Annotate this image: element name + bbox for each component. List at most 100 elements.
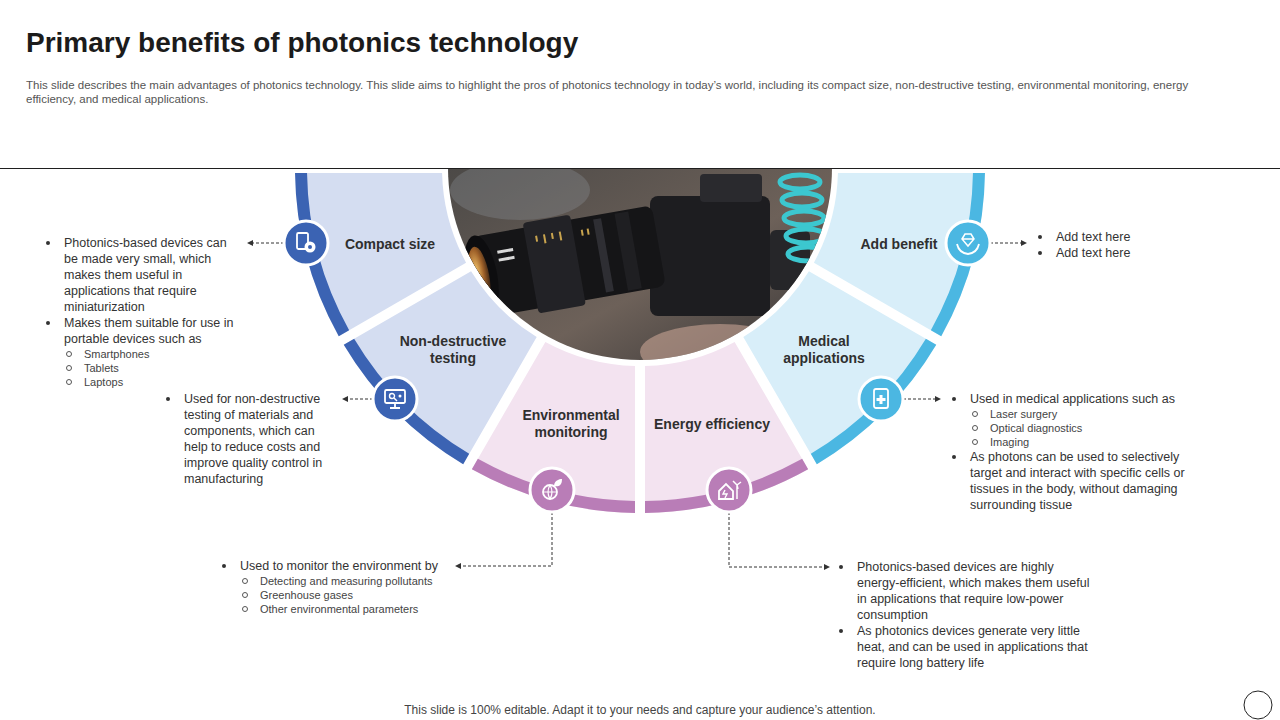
decor-rect: [472, 205, 665, 317]
band-heading: Non-destructive testing: [393, 333, 513, 367]
band-label: Add benefit: [844, 236, 954, 253]
bullet-text: Photonics-based devices are highly energ…: [857, 559, 1099, 623]
slide-description: This slide describes the main advantages…: [26, 78, 1226, 106]
decor-path: [543, 485, 557, 499]
band-heading: Compact size: [330, 236, 450, 253]
bullet-item: Used in medical applications such as: [950, 391, 1212, 407]
decor-rect: [385, 390, 405, 403]
corner-mark: [1244, 691, 1272, 719]
decor-circle: [530, 468, 574, 512]
sub-bullet-text: Smartphones: [84, 347, 242, 361]
leader-line: [990, 243, 1021, 244]
bullet-list: Photonics-based devices are highly energ…: [837, 559, 1099, 671]
decor-path: [394, 398, 397, 401]
sub-bullet-text: Tablets: [84, 361, 242, 375]
decor-ellipse: [784, 211, 824, 225]
slide-header: Primary benefits of photonics technology…: [26, 26, 1226, 106]
decor-circle: [284, 221, 328, 265]
bullet-item: Optical diagnostics: [950, 421, 1212, 435]
bullet-circle: [972, 411, 978, 417]
leader-line: [903, 399, 935, 400]
decor-circle: [543, 485, 557, 499]
bullet-dot: [839, 565, 843, 569]
bullet-item: Laptops: [44, 375, 242, 389]
bullet-circle: [242, 606, 248, 612]
arrow-head: [455, 563, 461, 569]
decor-rect: [587, 229, 590, 235]
bullet-dot: [839, 629, 843, 633]
decor-rect: [551, 233, 554, 239]
bullet-list: Used for non-destructive testing of mate…: [164, 391, 338, 487]
decor-path: [719, 484, 733, 499]
bullet-circle: [242, 592, 248, 598]
bullet-dot: [166, 397, 170, 401]
decor-path: [877, 395, 886, 404]
bullet-circle: [972, 425, 978, 431]
sub-bullet-text: Greenhouse gases: [260, 588, 450, 602]
decor-rect: [874, 389, 888, 408]
header-rule: [0, 168, 1280, 169]
bullet-dot: [46, 321, 50, 325]
compact-icon: [284, 221, 328, 265]
leader-line: [348, 399, 373, 400]
bullet-item: Greenhouse gases: [220, 588, 450, 602]
band-border: [472, 459, 635, 513]
environment-icon: [530, 468, 574, 512]
sub-bullet-text: Other environmental parameters: [260, 602, 450, 616]
decor-circle: [859, 377, 903, 421]
leader-lines: [253, 243, 1021, 567]
leader-line: [461, 512, 552, 566]
decor-rect: [523, 215, 586, 314]
bullet-text: As photonics devices generate very littl…: [857, 623, 1099, 671]
decor-circle: [399, 395, 402, 398]
leader-line: [729, 512, 824, 567]
decor-path: [957, 244, 979, 254]
bullet-item: Makes them suitable for use in portable …: [44, 315, 242, 347]
bullet-dot: [1038, 251, 1042, 255]
bullet-item: As photons can be used to selectively ta…: [950, 449, 1212, 513]
decor-path: [554, 479, 562, 486]
bullet-text: Used in medical applications such as: [970, 391, 1212, 407]
band-label: Environmental monitoring: [516, 407, 626, 441]
bullet-dot: [46, 241, 50, 245]
decor-circle: [707, 468, 751, 512]
bullet-circle: [972, 439, 978, 445]
band-label: Energy efficiency: [647, 416, 777, 433]
band-heading: Energy efficiency: [647, 416, 777, 433]
bullet-item: Detecting and measuring pollutants: [220, 574, 450, 588]
testing-icon: [373, 377, 417, 421]
bullet-item: As photonics devices generate very littl…: [837, 623, 1099, 671]
decor-path: [733, 481, 741, 499]
bullet-list: Add text hereAdd text here: [1036, 229, 1166, 261]
band-group: [472, 342, 635, 513]
teal-cable: [780, 175, 828, 261]
benefit-icon: [946, 221, 990, 265]
bullet-item: Imaging: [950, 435, 1212, 449]
decor-rect: [559, 231, 563, 240]
arrow-head: [1021, 240, 1027, 246]
bullet-dot: [222, 564, 226, 568]
bullet-text: Photonics-based devices can be made very…: [64, 235, 242, 315]
bullet-item: Photonics-based devices can be made very…: [44, 235, 242, 315]
band-label: Medical applications: [769, 333, 879, 367]
bullet-item: Used to monitor the environment by: [220, 558, 450, 574]
band-heading: Add benefit: [844, 236, 954, 253]
bullet-item: Add text here: [1036, 229, 1166, 245]
camera-body: [650, 196, 770, 316]
band-label: Compact size: [330, 236, 450, 253]
decor-path: [723, 490, 727, 498]
bullet-item: Tablets: [44, 361, 242, 375]
leader-arrows: [247, 240, 1027, 570]
decor-ellipse: [780, 175, 820, 189]
bullet-text: Add text here: [1056, 229, 1166, 245]
decor-circle: [308, 245, 312, 249]
decor-path: [390, 403, 400, 408]
bullet-list: Photonics-based devices can be made very…: [44, 235, 242, 389]
footer-note: This slide is 100% editable. Adapt it to…: [0, 703, 1280, 718]
bullet-text: Add text here: [1056, 245, 1166, 261]
bullet-item: Photonics-based devices are highly energ…: [837, 559, 1099, 623]
bullet-dot: [952, 455, 956, 459]
